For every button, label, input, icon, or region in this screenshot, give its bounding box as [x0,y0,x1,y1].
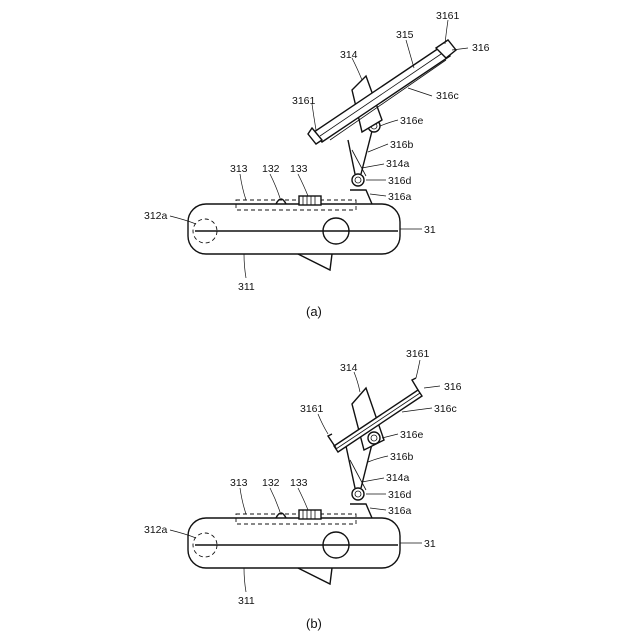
label-3161-top: 3161 [406,348,430,360]
label-316b: 316b [390,139,414,151]
label-311: 311 [238,281,255,293]
label-133: 133 [290,477,308,489]
arm-314a [348,140,355,174]
casing-body [188,204,400,254]
label-316e: 316e [400,115,424,127]
label-316e: 316e [400,429,424,441]
label-316: 316 [444,381,462,393]
bracket-316a [350,190,372,204]
label-311: 311 [238,595,255,607]
label-133: 133 [290,163,308,175]
label-314: 314 [340,49,358,61]
label-314a: 314a [386,472,410,484]
label-313: 313 [230,163,248,175]
label-316c: 316c [434,403,457,415]
label-316: 316 [472,42,490,54]
label-132: 132 [262,163,280,175]
label-3161-top: 3161 [436,10,460,22]
label-316a: 316a [388,505,412,517]
knob-133 [299,196,321,205]
label-314a: 314a [386,158,410,170]
label-31: 31 [424,224,436,236]
caption-b: (b) [306,616,322,631]
caption-a: (a) [306,304,322,319]
label-316a: 316a [388,191,412,203]
label-314: 314 [340,362,358,374]
foot [298,568,332,584]
hinge-316d [352,488,364,500]
label-316d: 316d [388,489,412,501]
end-cap-3161-top [412,378,418,390]
label-3161-left: 3161 [292,95,316,107]
casing-body [188,518,400,568]
label-312a: 312a [144,210,168,222]
label-316c: 316c [436,90,459,102]
label-313: 313 [230,477,248,489]
hinge-316d [352,174,364,186]
figure-a: 3161 315 316 314 3161 316c 316e 316b 314… [144,10,490,319]
hinge-316e [368,432,380,444]
bracket-316a [350,504,372,518]
label-316b: 316b [390,451,414,463]
label-312a: 312a [144,524,168,536]
foot [298,254,332,270]
knob-133 [299,510,321,519]
label-316d: 316d [388,175,412,187]
label-3161-left: 3161 [300,403,324,415]
end-cap-3161-left [328,434,336,448]
label-315: 315 [396,29,414,41]
label-132: 132 [262,477,280,489]
label-31: 31 [424,538,436,550]
figure-b: 3161 316 314 3161 316c 316e 316b 314a 31… [144,348,462,631]
